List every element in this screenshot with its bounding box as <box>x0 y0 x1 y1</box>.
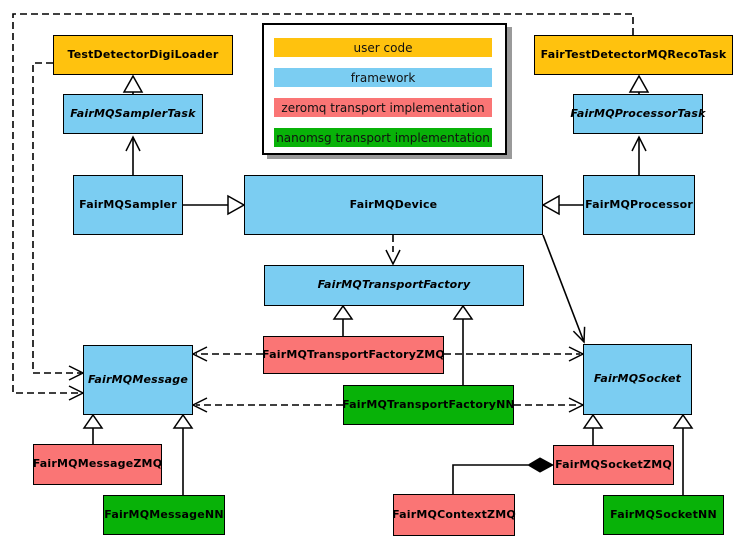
edge-sampler-samplertask <box>125 135 141 175</box>
edge-messagezmq-message <box>82 413 104 444</box>
edge-device-transportfactory-dashed <box>385 235 401 266</box>
node-fairmqmessagenn: FairMQMessageNN <box>103 495 225 535</box>
node-fairmqdevice: FairMQDevice <box>244 175 543 235</box>
node-fairmqsamplertask: FairMQSamplerTask <box>63 94 203 134</box>
edge-processor-device <box>541 194 583 216</box>
legend-box: user code framework zeromq transport imp… <box>262 23 507 155</box>
node-fairmqsampler: FairMQSampler <box>73 175 183 235</box>
node-fairtestdetectormqrecotask: FairTestDetectorMQRecoTask <box>534 35 733 75</box>
legend-item-user-code: user code <box>274 38 492 57</box>
edge-factorynn-message-dashed <box>191 397 343 413</box>
edge-sampler-device <box>183 194 246 216</box>
edge-messagenn-message <box>172 413 194 495</box>
edge-factoryzmq-transportfactory <box>332 304 354 336</box>
node-fairmqcontextzmq: FairMQContextZMQ <box>392 494 516 536</box>
legend-item-framework: framework <box>274 68 492 87</box>
node-fairmqtransportfactorynn: FairMQTransportFactoryNN <box>342 385 515 425</box>
edge-socketnn-socket <box>672 413 694 495</box>
edge-socketzmq-socket <box>582 413 604 445</box>
node-fairmqsocketzmq: FairMQSocketZMQ <box>553 445 674 485</box>
edge-factorynn-transportfactory <box>452 304 474 385</box>
edge-factoryzmq-message-dashed <box>191 346 263 362</box>
node-fairmqmessagezmq: FairMQMessageZMQ <box>33 444 162 485</box>
legend-label: framework <box>350 70 416 85</box>
node-fairmqsocket: FairMQSocket <box>583 344 692 415</box>
node-fairmqtransportfactory: FairMQTransportFactory <box>264 265 524 306</box>
node-fairmqsocketnn: FairMQSocketNN <box>603 495 724 535</box>
edge-factoryzmq-socket-dashed <box>444 346 585 362</box>
legend-item-nanomsg: nanomsg transport implementation <box>274 128 492 147</box>
edge-processortask-recotask <box>628 74 650 94</box>
legend-label: user code <box>353 40 413 55</box>
edge-contextzmq-socketzmq-composition <box>452 457 555 494</box>
node-fairmqtransportfactoryzmq: FairMQTransportFactoryZMQ <box>262 336 445 374</box>
node-testdetectordigiloader: TestDetectorDigiLoader <box>53 35 233 75</box>
legend-label: zeromq transport implementation <box>281 100 485 115</box>
edge-processor-processortask <box>631 135 647 175</box>
legend-label: nanomsg transport implementation <box>276 130 490 145</box>
edge-samplertask-digiloader <box>122 74 144 94</box>
edge-device-socket <box>542 234 586 344</box>
node-fairmqprocessortask: FairMQProcessorTask <box>570 94 705 134</box>
legend-item-zeromq: zeromq transport implementation <box>274 98 492 117</box>
edge-factorynn-socket-dashed <box>514 397 585 413</box>
node-fairmqmessage: FairMQMessage <box>83 345 193 415</box>
node-fairmqprocessor: FairMQProcessor <box>583 175 695 235</box>
